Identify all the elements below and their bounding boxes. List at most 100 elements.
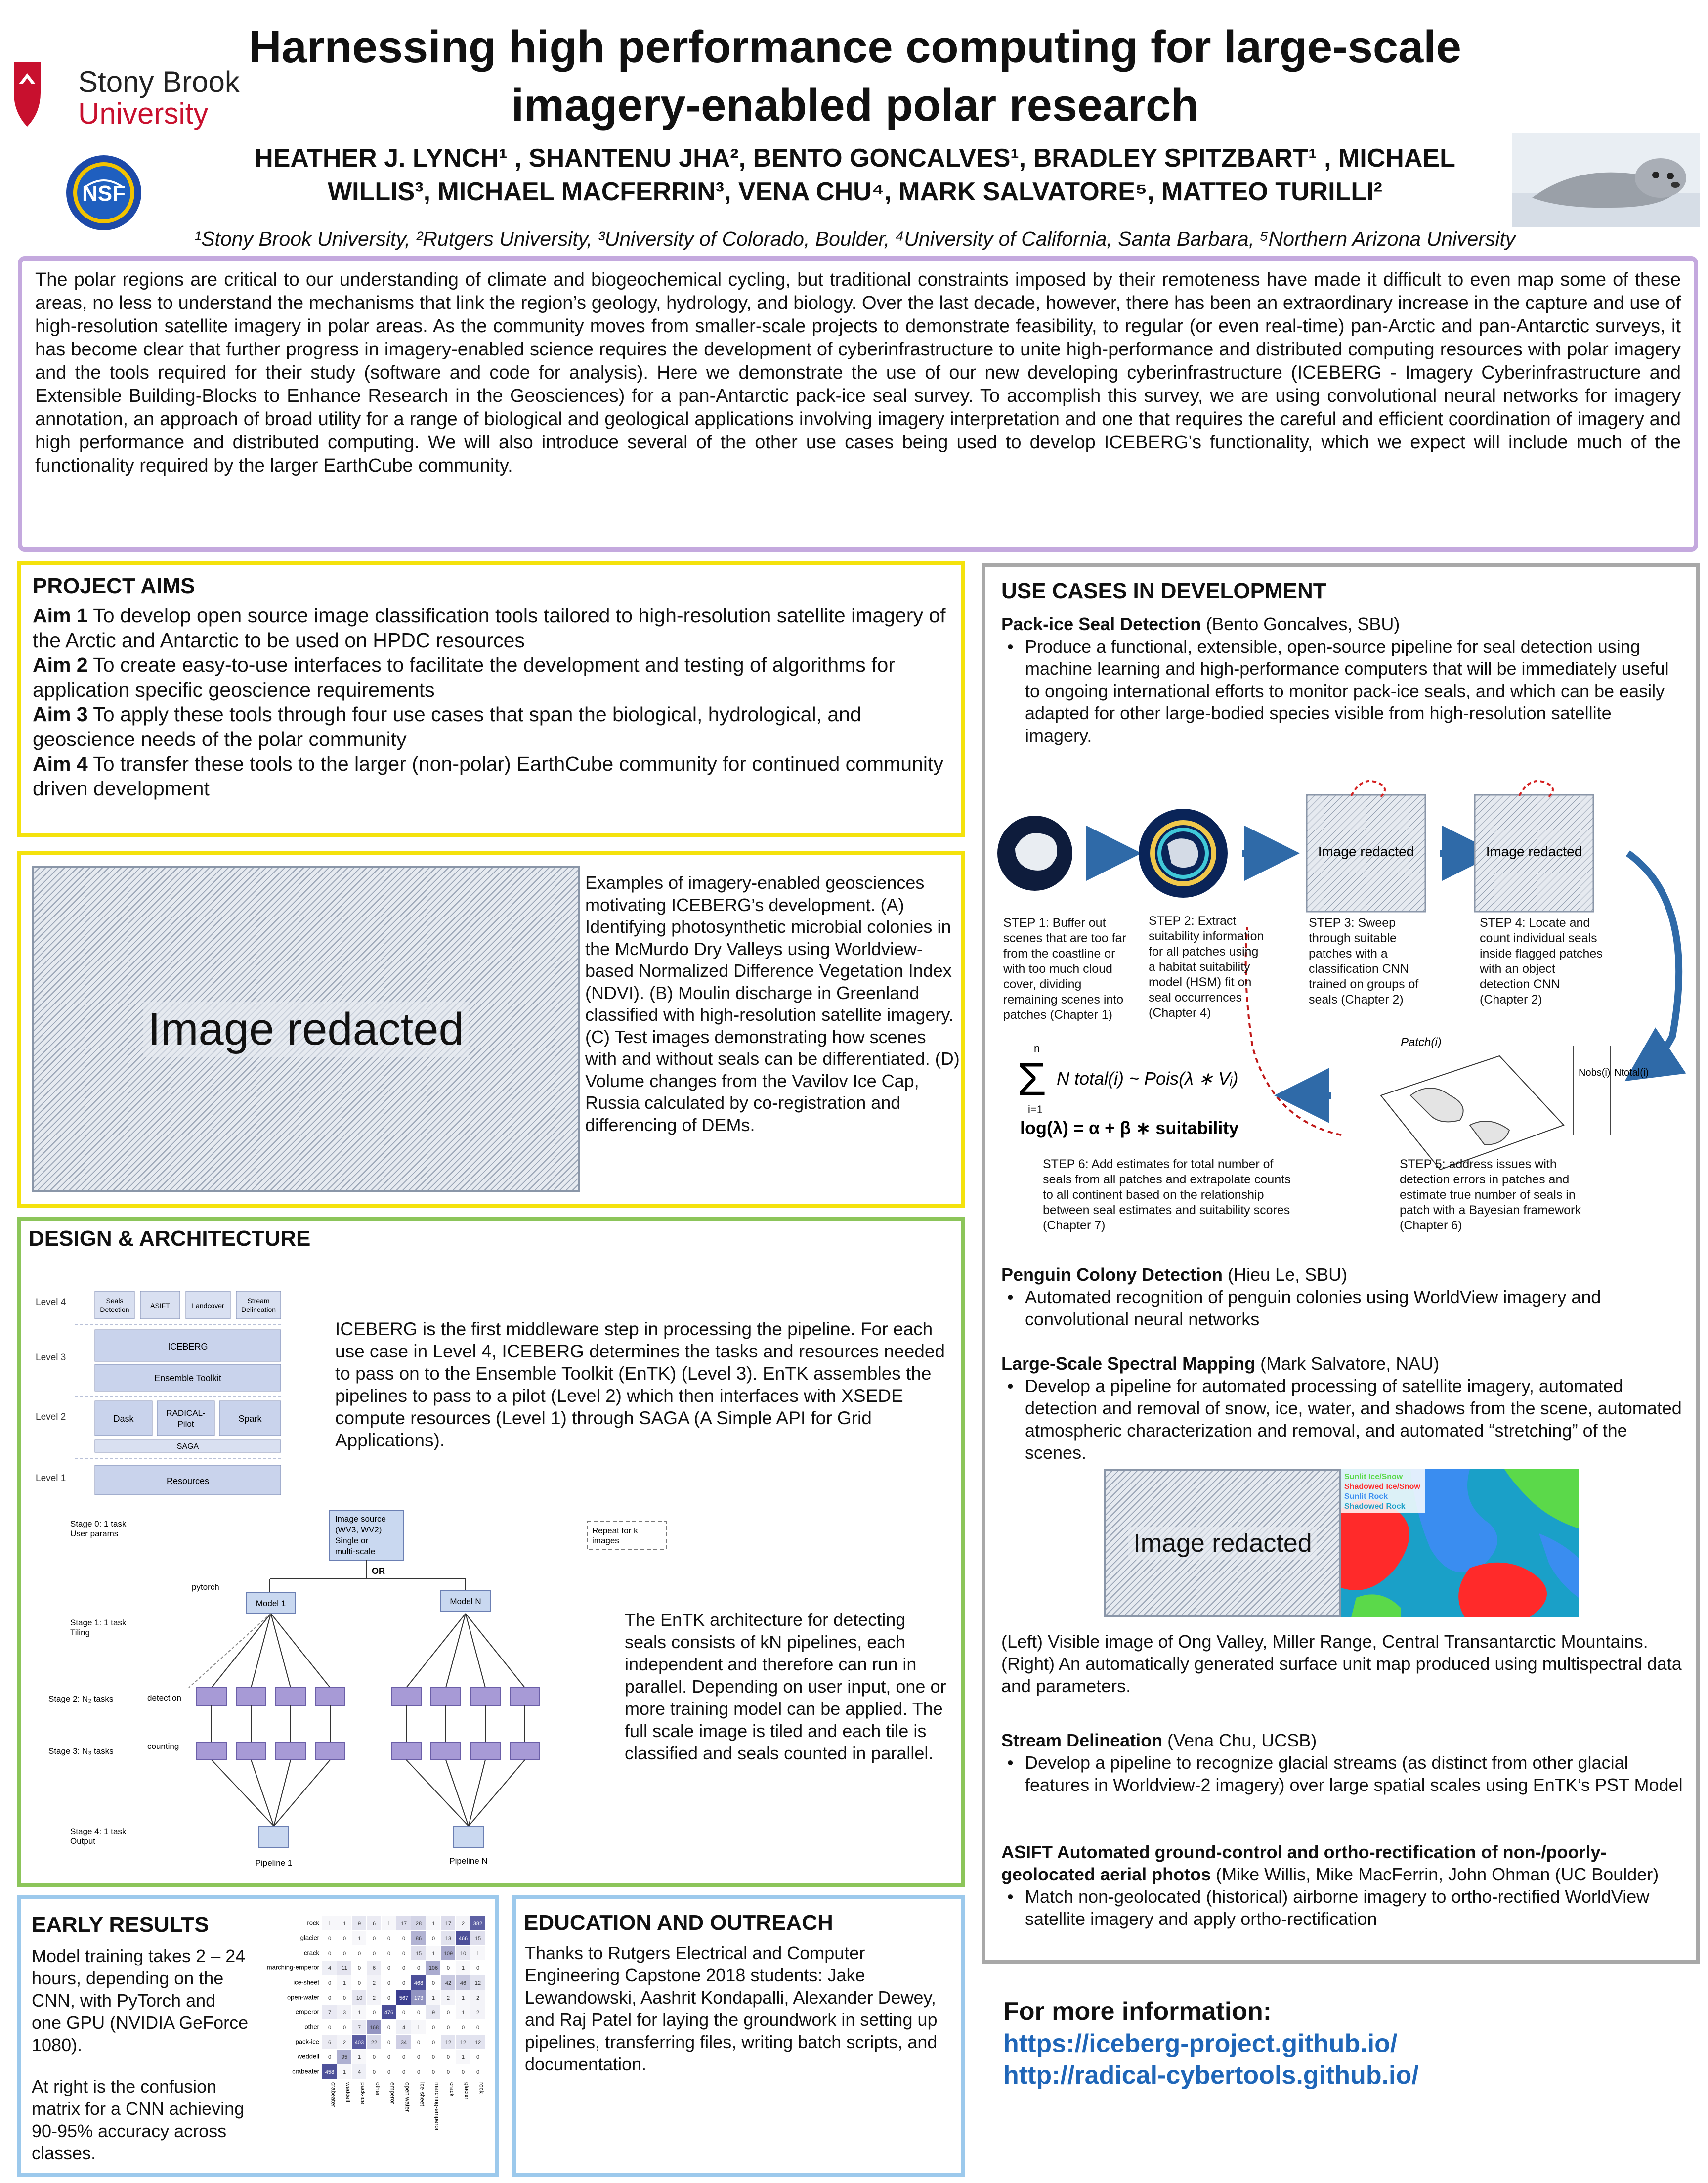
matrix-cell (367, 1975, 381, 1990)
more-info-section: For more information: https://iceberg-pr… (1003, 1995, 1695, 2091)
matrix-cell-value: 1 (358, 2054, 361, 2060)
matrix-cell (456, 1946, 470, 1960)
matrix-cell-value: 2 (476, 1995, 479, 2001)
matrix-cell (322, 2005, 337, 2019)
matrix-cell-value: 0 (373, 2054, 376, 2060)
matrix-cell (411, 2005, 426, 2019)
detection-task-box (430, 1687, 461, 1706)
matrix-cell-value: 0 (343, 1995, 346, 2001)
project-aims-panel: PROJECT AIMS Aim 1 To develop open sourc… (17, 561, 965, 837)
l4-box-1-line2: Detection (100, 1306, 129, 1313)
matrix-cell (456, 1931, 470, 1945)
matrix-cell-value: 0 (417, 2010, 420, 2016)
packice-author: (Bento Goncalves, SBU) (1201, 614, 1400, 634)
radical-cybertools-link[interactable]: http://radical-cybertools.github.io/ (1003, 2061, 1419, 2090)
matrix-cell-value: 86 (416, 1936, 422, 1942)
matrix-cell-value: 1 (358, 2010, 361, 2016)
pytorch-label: pytorch (192, 1582, 219, 1592)
counting-task-box (196, 1742, 227, 1760)
matrix-cell-value: 0 (387, 1995, 390, 2001)
matrix-cell (426, 1931, 440, 1945)
matrix-cell (411, 1975, 426, 1990)
spectral-image-label: Image redacted (1128, 1527, 1317, 1560)
abstract-panel: The polar regions are critical to our un… (18, 256, 1698, 552)
matrix-cell (396, 1975, 411, 1990)
entk-box: Ensemble Toolkit (154, 1373, 221, 1383)
aim-text: To develop open source image classificat… (33, 604, 946, 652)
matrix-cell (456, 1975, 470, 1990)
matrix-row-label: weddell (297, 2053, 319, 2060)
matrix-cell-value: 403 (355, 2040, 364, 2046)
early-results-text-2: At right is the confusion matrix for a C… (32, 2076, 245, 2163)
detection-label: detection (147, 1693, 181, 1703)
matrix-cell-value: 34 (401, 2040, 407, 2046)
level4-label: Level 4 (36, 1297, 66, 1308)
matrix-cell-value: 0 (432, 1936, 435, 1942)
matrix-cell (426, 1916, 440, 1930)
matrix-cell (367, 1931, 381, 1945)
matrix-cell (382, 2050, 396, 2064)
matrix-cell (441, 1931, 455, 1945)
matrix-cell-value: 2 (476, 2010, 479, 2016)
matrix-cell (396, 2005, 411, 2019)
matrix-cell (426, 2035, 440, 2049)
matrix-cell (367, 2064, 381, 2079)
matrix-cell (322, 1946, 337, 1960)
matrix-cell (456, 2035, 470, 2049)
iceberg-project-link[interactable]: https://iceberg-project.github.io/ (1003, 2029, 1398, 2058)
modelN-box: Model N (450, 1597, 481, 1606)
matrix-cell (352, 2050, 366, 2064)
stream-bullet: Develop a pipeline to recognize glacial … (1001, 1751, 1688, 1796)
matrix-cell-value: 468 (414, 1980, 423, 1986)
matrix-cell-value: 0 (343, 1936, 346, 1942)
matrix-cell-value: 0 (387, 1951, 390, 1957)
matrix-cell-value: 9 (358, 1921, 361, 1927)
matrix-cell (426, 2020, 440, 2034)
matrix-cell (426, 1990, 440, 2005)
pipeline1-label: Pipeline 1 (256, 1858, 293, 1868)
matrix-cell (426, 1975, 440, 1990)
examples-image-label: Image redacted (143, 1001, 469, 1057)
packice-title: Pack-ice Seal Detection (1001, 614, 1201, 634)
bayesian-equation: n Σ i=1 N total(i) ~ Pois(λ ∗ Vᵢ) log(λ)… (1017, 1042, 1238, 1138)
matrix-cell (426, 2064, 440, 2079)
matrix-cell-value: 1 (462, 2054, 465, 2060)
matrix-cell (352, 1916, 366, 1930)
matrix-cell (337, 1990, 351, 2005)
matrix-cell-value: 6 (373, 1965, 376, 1971)
matrix-cell-value: 0 (402, 2069, 405, 2075)
abstract-text: The polar regions are critical to our un… (35, 269, 1681, 476)
matrix-cell (352, 2005, 366, 2019)
step4-image-redacted: Image redacted (1486, 844, 1582, 859)
title-line-2: imagery-enabled polar research (511, 80, 1199, 131)
matrix-cell (352, 1990, 366, 2005)
matrix-cell-value: 0 (328, 2025, 331, 2031)
matrix-cell-value: 0 (387, 1980, 390, 1986)
matrix-cell (322, 2035, 337, 2049)
map-legend-item: Sunlit Rock (1344, 1492, 1388, 1501)
aim-item: Aim 4 To transfer these tools to the lar… (33, 751, 949, 801)
matrix-cell-value: 4 (358, 2069, 361, 2075)
matrix-cell-value: 0 (387, 1936, 390, 1942)
dask-box: Dask (113, 1414, 134, 1424)
matrix-cell-value: 1 (432, 1951, 435, 1957)
examples-panel: Image redacted Examples of imagery-enabl… (17, 851, 965, 1208)
matrix-cell-value: 0 (358, 1980, 361, 1986)
matrix-cell (352, 1931, 366, 1945)
examples-caption: Examples of imagery-enabled geosciences … (585, 873, 960, 1135)
matrix-cell-value: 106 (429, 1965, 438, 1971)
nobs-label: Nobs(i) (1579, 1067, 1610, 1078)
matrix-cell-value: 0 (328, 1936, 331, 1942)
matrix-cell-value: 15 (475, 1936, 481, 1942)
stage0-line2: User params (70, 1529, 118, 1538)
use-cases-panel: USE CASES IN DEVELOPMENT Pack-ice Seal D… (982, 563, 1700, 1964)
matrix-row-label: pack-ice (296, 2038, 319, 2046)
matrix-cell (441, 2005, 455, 2019)
matrix-cell (396, 1931, 411, 1945)
matrix-cell (470, 2005, 485, 2019)
matrix-cell-value: 0 (447, 2069, 450, 2075)
matrix-cell (411, 1931, 426, 1945)
matrix-cell-value: 2 (447, 1995, 450, 2001)
matrix-cell (337, 2005, 351, 2019)
